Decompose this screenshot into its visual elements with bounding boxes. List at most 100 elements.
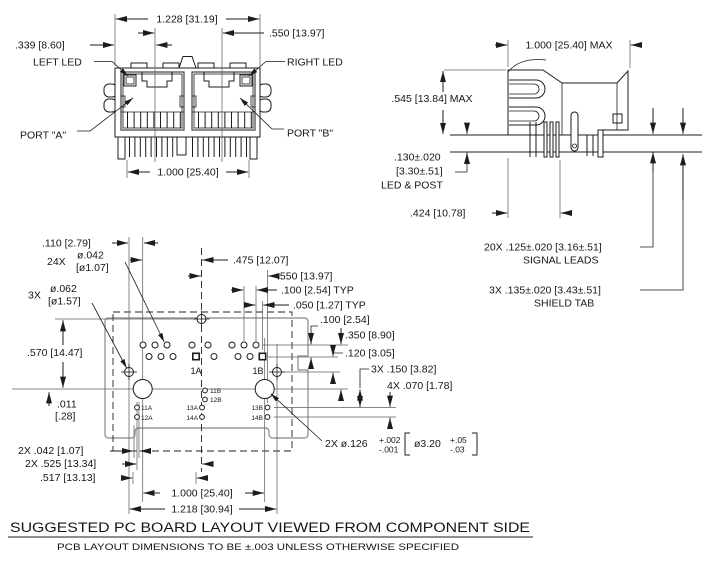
dim-011-mm: [.28] [55,411,76,423]
shield-dimple [612,113,623,124]
hole-callout-mm: ø3.20 [414,438,441,450]
latch-slot-lower [509,106,546,126]
connector-shell [114,67,261,138]
left-led-window-inner [125,76,135,85]
shield-tab-right [249,136,258,160]
dim-550: .550 [13.97] [277,271,333,283]
pin-label-12a: 12A [141,415,153,422]
leader [270,393,323,442]
hole-callout-mm-tol-plus: +.05 [450,435,467,445]
pin-label-11b: 11B [210,388,221,395]
pin-label-11a: 11A [141,405,153,412]
latch-slot-lower-inner [509,110,540,122]
latch-slot-upper-inner [509,83,540,95]
left-led-label: LEFT LED [33,57,82,69]
shield-post-holes [121,311,285,380]
sheet-note: PCB LAYOUT DIMENSIONS TO BE ±.003 UNLESS… [57,542,459,553]
dim-led-post-in: .130±.020 [394,152,441,164]
right-led-window-inner [241,76,251,85]
dim-011: .011 [57,399,77,411]
dia-062-mm: [ø1.57] [48,296,81,308]
dim-120: .120 [3.05] [345,348,395,360]
right-led-label: RIGHT LED [287,57,343,69]
right-led-leader [248,61,285,77]
dim-110: .110 [2.79] [42,238,91,250]
qty-24x: 24X [47,256,66,268]
pin-label-13a: 13A [186,405,198,412]
port-b-leader [239,97,284,130]
pin-1a-square-pad [192,352,201,361]
port-b-opening-inner [193,73,254,129]
pin-label-13b: 13B [251,405,263,412]
dim-height: .545 [13.84] MAX [391,93,472,105]
dim-150: 3X .150 [3.82] [371,364,436,376]
shield-tab-center [176,136,187,156]
port-a-side-notch [179,95,185,108]
pin-1b-square-pad [258,352,267,361]
dim-bottom-width: 1.000 [25.40] [157,167,218,179]
dim-050-typ: .050 [1.27] TYP [293,300,366,312]
sheet-title: SUGGESTED PC BOARD LAYOUT VIEWED FROM CO… [10,520,530,535]
pcb-layout-drawing: 1A 1B 11B 12B 11A 12A 13A 14A 13B 14B .1… [12,237,478,516]
led-post-lead [570,111,579,152]
dim-042-2x: 2X .042 [1.07] [18,445,83,457]
shield-latch-tab [178,56,197,69]
pin-label-14b: 14B [251,415,263,422]
dim-port-spacing: .550 [13.97] [269,28,325,40]
port-a-contacts [127,112,181,128]
left-led-leader [94,61,129,77]
port-b-side-notch [250,95,256,108]
qty-3x: 3X [28,290,41,302]
leader [310,325,318,332]
dim-100-typ: .100 [2.54] TYP [281,285,354,297]
footer: SUGGESTED PC BOARD LAYOUT VIEWED FROM CO… [8,520,533,553]
dim-setback: .424 [10.78] [410,208,466,220]
shield-tab-left [117,136,126,160]
dim-text-mask [383,92,482,105]
leader [124,261,165,343]
signal-holes-lower [145,352,267,361]
signal-lead [543,121,548,158]
port-a-label: PORT "A" [20,130,66,142]
leader [91,302,127,369]
signal-pins-left [129,137,174,157]
pin-label-1a: 1A [190,366,201,376]
latch-slot-upper [509,79,546,99]
signal-lead [555,121,560,158]
dim-475: .475 [12.07] [233,255,289,267]
signal-leads-label: SIGNAL LEADS [523,255,598,267]
led-post-tip [572,143,577,149]
shield-seam-tab [162,62,180,69]
dim-100: .100 [2.54] [320,314,370,326]
led-holes [134,387,271,420]
dia-062: ø.062 [50,283,77,295]
leader [455,163,468,173]
leader [332,349,343,354]
shield-seam-tab [197,62,215,69]
front-view-drawing: 1.228 [31.19] .550 [13.97] .339 [8.60] 1… [15,14,343,179]
port-a-leader [77,97,134,132]
component-outline-dashed [112,311,293,452]
led-post-label: LED & POST [381,180,443,192]
pcb-edge-profile [104,317,309,439]
leader [640,200,684,291]
port-b-contacts [198,112,252,128]
side-view-drawing: 1.000 [25.40] MAX .545 [13.84] MAX .130±… [381,40,702,310]
port-b-side-notch [191,95,197,108]
hole-callout-tol-minus: -.001 [379,445,399,455]
shield-seam-tab [229,62,247,69]
right-led-window [239,74,253,87]
dim-517: .517 [13.13] [40,472,96,484]
pin-label-14a: 14A [186,415,198,422]
dim-signal-leads: 20X .125±.020 [3.16±.51] [484,242,602,254]
hole-callout-tol-plus: +.002 [379,435,401,445]
dim-led-post-mm: [3.30±.51] [396,166,443,178]
dim-525: 2X .525 [13.34] [25,458,96,470]
dia-042-mm: [ø1.07] [76,262,109,274]
dim-1000: 1.000 [25.40] [171,488,232,500]
signal-lead [549,121,554,158]
mounting-hole-right [254,379,275,399]
hole-callout-mm-tol-minus: -.03 [450,445,465,455]
leader [640,172,654,248]
